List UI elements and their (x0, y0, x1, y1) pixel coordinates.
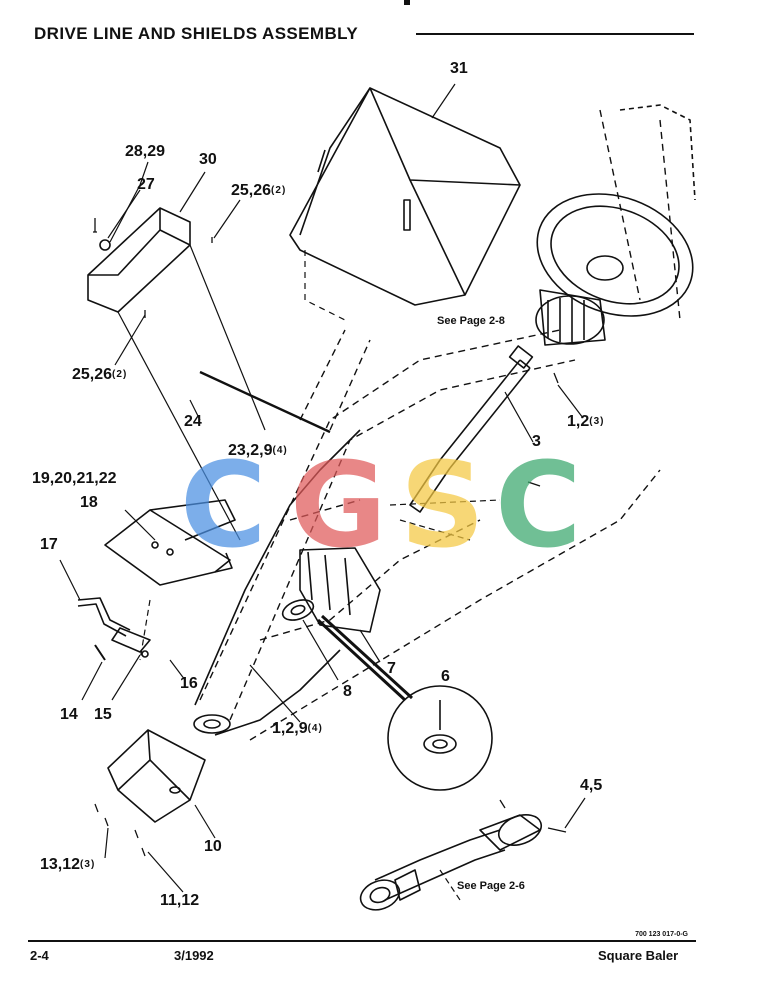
drive-shaft (389, 345, 534, 541)
callout-25-26-top: 25,26(2) (231, 182, 286, 200)
see-page-2-6: See Page 2-6 (457, 880, 525, 892)
page-title: DRIVE LINE AND SHIELDS ASSEMBLY (34, 24, 359, 43)
callout-15: 15 (94, 706, 112, 723)
callout-1-2-top-qty: (3) (589, 416, 605, 427)
callout-19-20-21-22: 19,20,21,22 (32, 470, 117, 487)
callout-13-12: 13,12(3) (40, 856, 95, 874)
callout-1-2-9: 1,2,9(4) (272, 720, 323, 738)
hose-bracket (77, 597, 151, 653)
shield-plate (104, 499, 236, 586)
shield-rod (199, 370, 331, 434)
slip-clutch (535, 289, 606, 346)
callout-18: 18 (80, 494, 98, 511)
gearbox-shield (289, 87, 521, 306)
see-page-2-8: See Page 2-8 (437, 315, 505, 327)
callout-1-2-top: 1,2(3) (567, 413, 604, 431)
callout-25-26-left-label: 25,26 (72, 366, 113, 383)
leader-lines (59, 83, 586, 893)
callout-10: 10 (204, 838, 222, 855)
callout-11-12: 11,12 (160, 892, 200, 909)
watermark-letter-c2: C (495, 436, 582, 574)
callout-23-2-9-qty: (4) (272, 445, 288, 456)
callout-30: 30 (199, 151, 217, 168)
callout-24: 24 (184, 413, 202, 430)
detail-circle (316, 614, 493, 791)
watermark-letter-s: S (400, 436, 485, 574)
hardware (93, 218, 567, 857)
callout-23-2-9: 23,2,9(4) (228, 442, 288, 460)
part-number: 700 123 017-0-G (635, 931, 688, 938)
watermark-letter-g: G (290, 436, 387, 574)
tongue-frame (199, 109, 681, 741)
callout-25-26-top-qty: (2) (271, 185, 287, 196)
callout-13-12-qty: (3) (80, 859, 96, 870)
callout-14: 14 (60, 706, 78, 723)
callout-7: 7 (387, 660, 396, 677)
callout-25-26-left-qty: (2) (112, 369, 128, 380)
title-rule (416, 33, 694, 35)
callout-25-26-top-label: 25,26 (231, 182, 272, 199)
callout-13-12-label: 13,12 (40, 856, 81, 873)
footer-rule (28, 940, 696, 942)
flywheel (536, 104, 696, 317)
callout-6: 6 (441, 668, 450, 685)
mounting-plate (299, 547, 381, 633)
product-name: Square Baler (598, 948, 679, 963)
watermark-letter-c1: C (180, 436, 267, 574)
bearing (281, 599, 315, 621)
callout-1-2-9-label: 1,2,9 (272, 720, 308, 737)
front-shield (87, 207, 266, 541)
callout-1-2-top-label: 1,2 (567, 413, 590, 430)
callout-4-5: 4,5 (580, 777, 603, 794)
callout-1-2-9-qty: (4) (307, 723, 323, 734)
callout-23-2-9-label: 23,2,9 (228, 442, 273, 459)
callout-16: 16 (180, 675, 198, 692)
rear-shield (107, 729, 206, 823)
callout-3: 3 (532, 433, 541, 450)
page-number: 2-4 (30, 948, 49, 963)
callout-31: 31 (450, 60, 468, 77)
callout-17: 17 (40, 536, 58, 553)
tongue-frame-edges (193, 429, 361, 736)
callout-28-29: 28,29 (125, 143, 166, 160)
callout-8: 8 (343, 683, 352, 700)
pto-shaft (359, 814, 543, 911)
callout-25-26-left: 25,26(2) (72, 366, 127, 384)
top-edge-mark (404, 0, 410, 5)
revision-date: 3/1992 (174, 948, 214, 963)
callout-27: 27 (137, 176, 155, 193)
